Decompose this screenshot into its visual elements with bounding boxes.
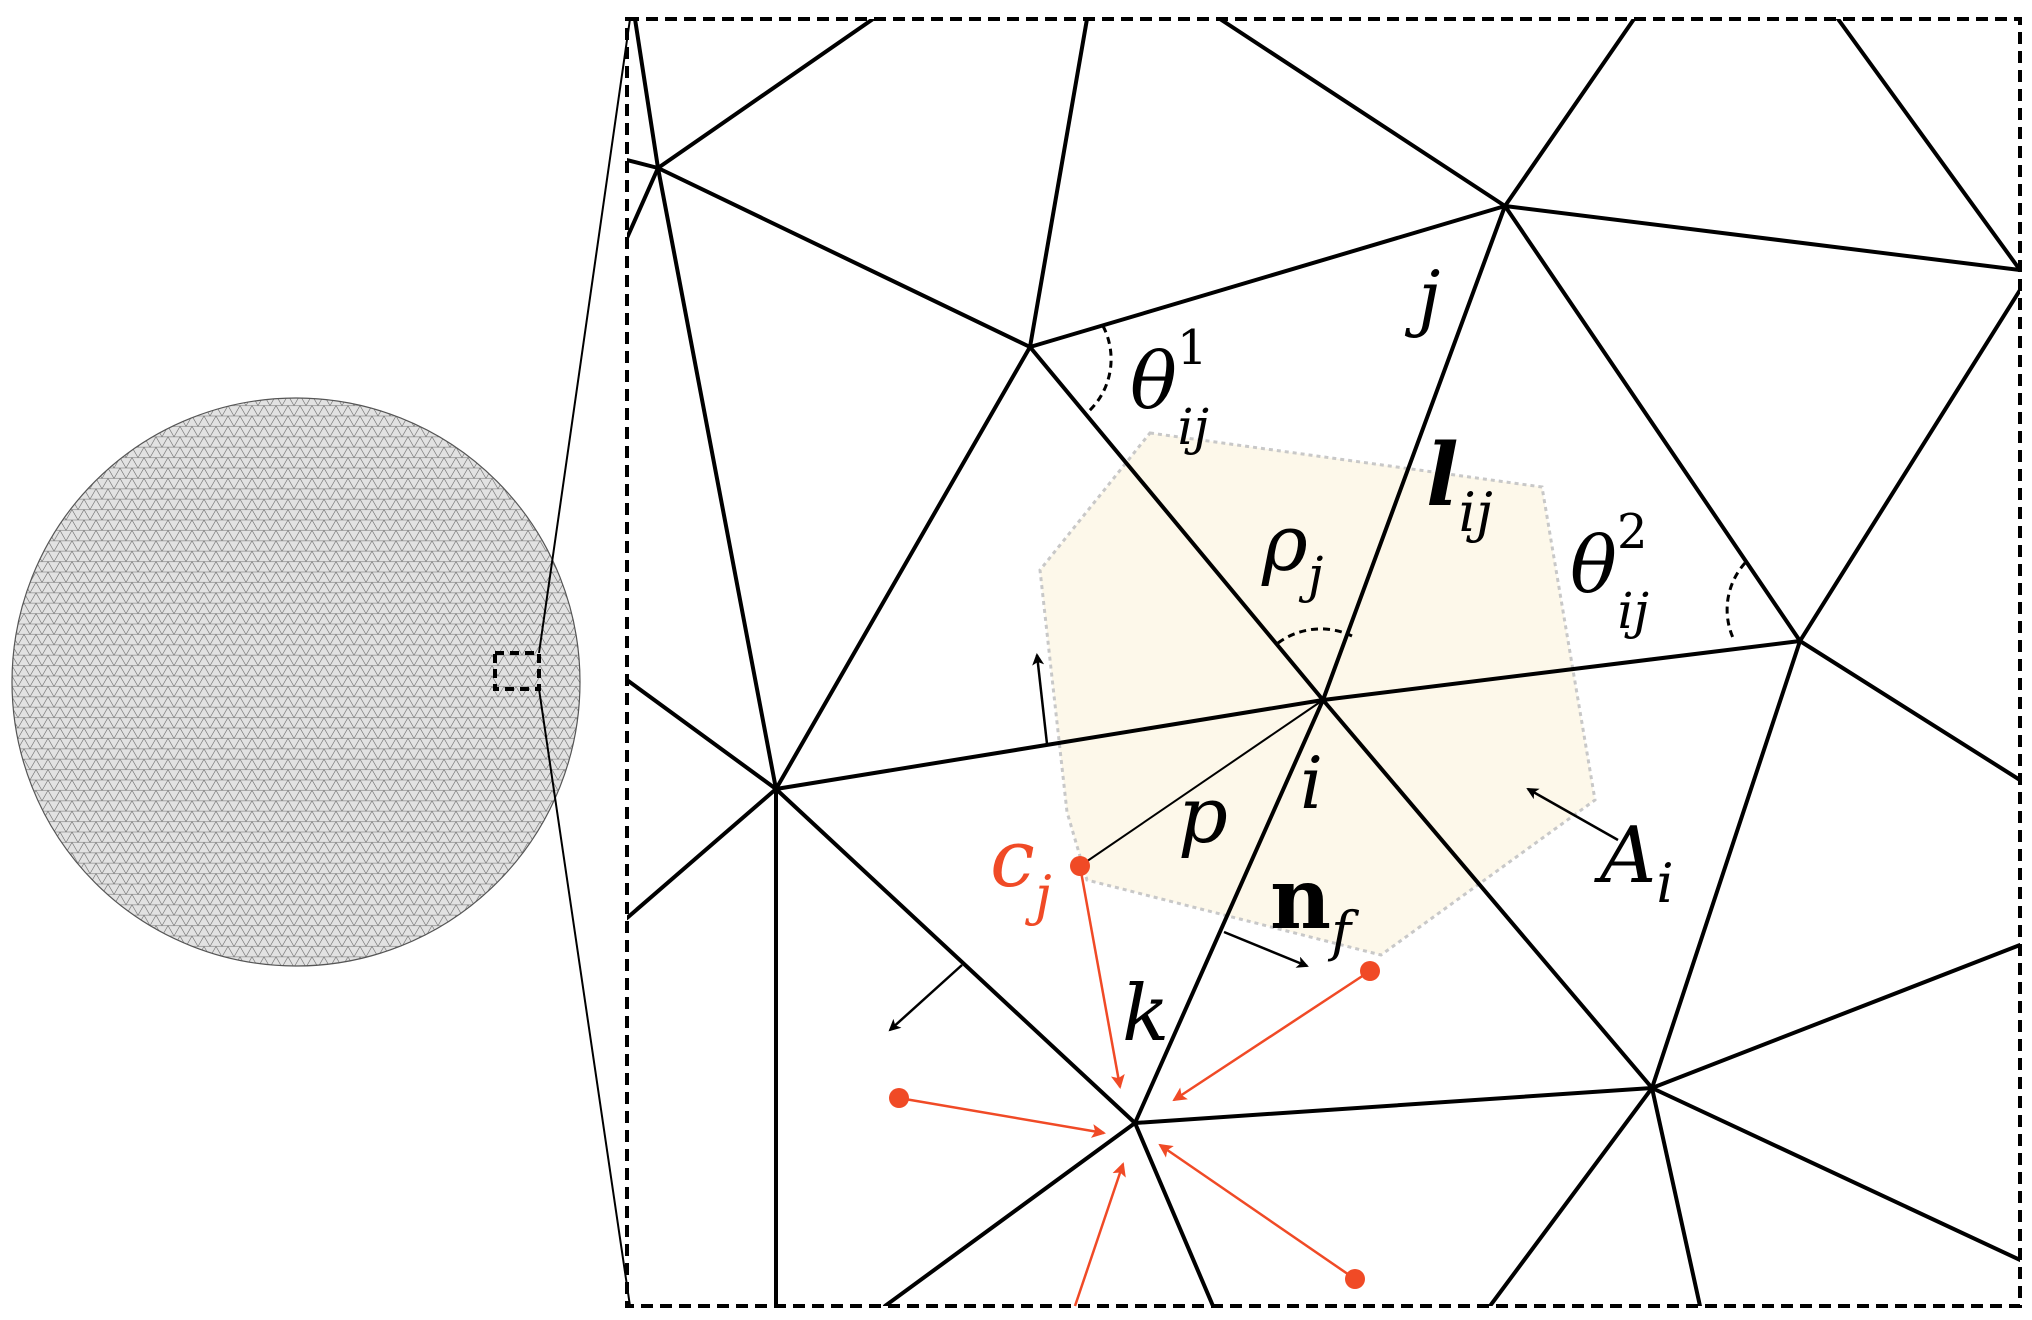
- label-A-i: Ai: [1594, 811, 1674, 915]
- zoom-connector-top: [538, 18, 631, 654]
- normal-arrow-nf: [1223, 930, 1309, 968]
- normal-arrow-left: [1032, 653, 1049, 745]
- zoom-connector-bottom: [538, 688, 631, 1307]
- label-p: p: [1178, 771, 1228, 861]
- normal-arrow-bottom-left: [888, 964, 963, 1032]
- label-j: j: [1404, 255, 1440, 339]
- centroid-arrows: [898, 865, 1371, 1307]
- triangle-mesh: [627, 19, 2020, 1306]
- segment-i-to-cj: [1079, 699, 1324, 867]
- centroid-points: [889, 856, 1380, 1289]
- label-i: i: [1300, 741, 1323, 825]
- angle-arc-theta1: [1086, 325, 1113, 414]
- angle-arc-theta2: [1725, 561, 1747, 641]
- disk-mesh-pattern: [12, 398, 580, 966]
- angle-arc-rho: [1277, 627, 1353, 645]
- disk-overview: [11, 397, 581, 967]
- label-c-j: cj: [990, 812, 1052, 927]
- centroid-point-cj: [1070, 856, 1090, 876]
- centroid-point: [1360, 961, 1380, 981]
- zoom-box-border: [625, 17, 2022, 1308]
- label-k: k: [1122, 969, 1169, 1059]
- disk-outline: [11, 397, 581, 967]
- label-l-ij: lij: [1426, 425, 1493, 544]
- area-pointer-arrow: [1526, 787, 1619, 842]
- centroid-point: [1345, 1269, 1365, 1289]
- label-n-f: nf: [1270, 849, 1359, 963]
- zoom-region-marker: [493, 651, 541, 691]
- centroid-point: [889, 1088, 909, 1108]
